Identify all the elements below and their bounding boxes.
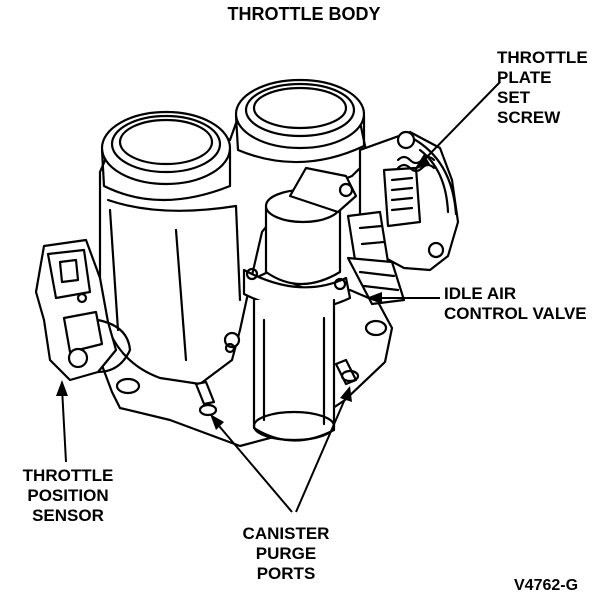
callout-line: PURGE <box>255 544 317 563</box>
callout-line: CANISTER <box>242 524 330 543</box>
flange-bolt-hole-left <box>115 377 141 395</box>
callout-line: THROTTLE <box>497 48 588 67</box>
callout-line: PORTS <box>256 564 316 583</box>
throttle-linkage <box>346 130 460 272</box>
callout-idle-air-control-valve: IDLE AIR CONTROL VALVE <box>444 284 587 324</box>
right-bore <box>234 78 366 164</box>
callout-line: CONTROL VALVE <box>444 304 587 323</box>
leader-canister-purge-left <box>213 419 293 513</box>
throttle-position-sensor-body <box>34 238 132 382</box>
canister-purge-port-right <box>334 358 360 386</box>
diagram-title: THROTTLE BODY <box>227 4 381 24</box>
callout-line: POSITION <box>27 486 109 505</box>
arrow-throttle-position-sensor <box>56 380 68 396</box>
arrow-idle-air-control-valve <box>366 292 382 304</box>
leader-canister-purge-right <box>295 391 349 513</box>
callout-line: SCREW <box>497 108 561 127</box>
leader-throttle-position-sensor <box>61 387 67 463</box>
idle-air-control-valve-body <box>242 166 406 442</box>
callout-canister-purge-ports: CANISTER PURGE PORTS <box>220 524 352 584</box>
arrow-canister-purge-left <box>210 414 224 430</box>
callout-line: IDLE AIR <box>444 284 517 303</box>
left-bore <box>100 110 232 202</box>
callout-throttle-plate-set-screw: THROTTLE PLATE SET SCREW <box>497 48 588 128</box>
callout-line: THROTTLE <box>22 466 114 485</box>
arrow-throttle-plate-set-screw <box>414 154 430 170</box>
callout-throttle-position-sensor: THROTTLE POSITION SENSOR <box>6 466 130 526</box>
arrow-canister-purge-right <box>340 386 352 402</box>
leader-throttle-plate-set-screw <box>419 81 501 165</box>
callout-line: SET <box>497 88 531 107</box>
callout-line: SENSOR <box>32 506 104 525</box>
flange-bolt-hole-right <box>364 319 388 337</box>
callout-line: PLATE <box>497 68 552 87</box>
figure-code: V4762-G <box>514 577 579 594</box>
canister-purge-port-left <box>194 380 218 417</box>
